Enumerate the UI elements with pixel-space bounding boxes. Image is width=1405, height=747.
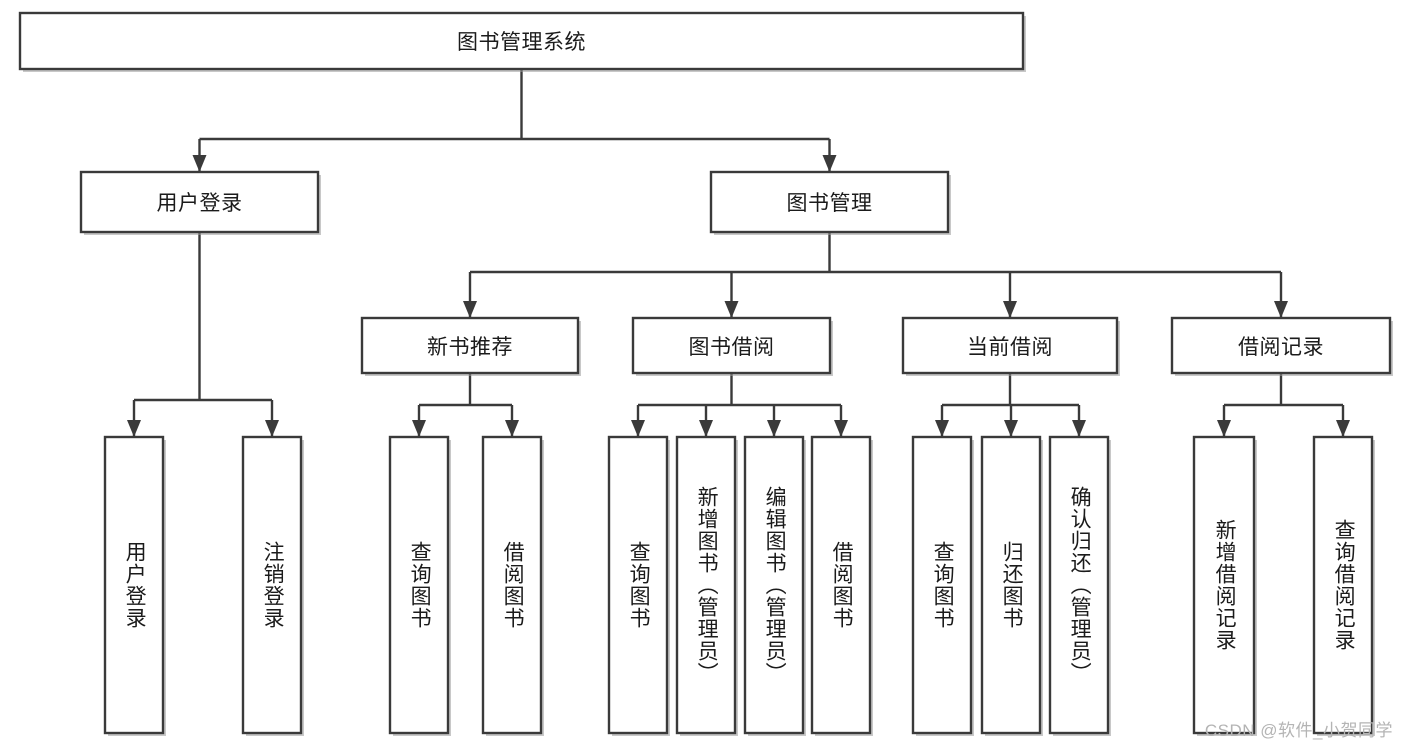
leaf-node-leaf-query-book-1[interactable]: [388, 435, 450, 735]
leaf-node-leaf-edit-book[interactable]: [743, 435, 805, 735]
arrow-head-icon: [505, 420, 519, 437]
leaf-node-leaf-borrow-book-2[interactable]: [810, 435, 872, 735]
leaf-node-leaf-query-book-3[interactable]: [911, 435, 973, 735]
connectors-layer: [127, 69, 1350, 437]
arrow-head-icon: [699, 420, 713, 437]
arrow-head-icon: [724, 301, 739, 318]
csdn-watermark: CSDN @软件_小贺同学: [1204, 721, 1393, 740]
arrow-head-icon: [127, 420, 141, 437]
arrow-head-icon: [412, 420, 426, 437]
arrow-head-icon: [265, 420, 279, 437]
arrow-head-icon: [1336, 420, 1350, 437]
arrow-head-icon: [1003, 301, 1017, 318]
node-book-manage[interactable]: [709, 170, 950, 234]
node-book-borrow[interactable]: [631, 316, 832, 375]
leaf-node-leaf-confirm-return[interactable]: [1048, 435, 1110, 735]
arrow-head-icon: [463, 301, 477, 318]
node-borrow-record[interactable]: [1170, 316, 1392, 375]
node-current-borrow[interactable]: [901, 316, 1119, 375]
leaf-node-leaf-user-login[interactable]: [103, 435, 165, 735]
node-user-login[interactable]: [79, 170, 320, 234]
arrow-head-icon: [1274, 301, 1288, 318]
arrow-head-icon: [767, 420, 781, 437]
arrow-head-icon: [1217, 420, 1231, 437]
leaf-node-leaf-borrow-book-1[interactable]: [481, 435, 543, 735]
arrow-head-icon: [834, 420, 848, 437]
arrow-head-icon: [1072, 420, 1086, 437]
boxes-layer: [18, 11, 1393, 736]
leaf-node-leaf-query-book-2[interactable]: [607, 435, 669, 735]
leaf-node-leaf-add-record[interactable]: [1192, 435, 1256, 735]
arrow-head-icon: [1004, 420, 1018, 437]
arrow-head-icon: [822, 155, 837, 172]
leaf-node-leaf-add-book[interactable]: [675, 435, 737, 735]
leaf-node-leaf-return-book[interactable]: [980, 435, 1042, 735]
leaf-node-leaf-query-record[interactable]: [1312, 435, 1374, 735]
arrow-head-icon: [935, 420, 949, 437]
arrow-head-icon: [631, 420, 645, 437]
leaf-node-leaf-user-logout[interactable]: [241, 435, 303, 735]
arrow-head-icon: [192, 155, 207, 172]
node-new-book-rec[interactable]: [360, 316, 580, 375]
node-root[interactable]: [18, 11, 1025, 71]
